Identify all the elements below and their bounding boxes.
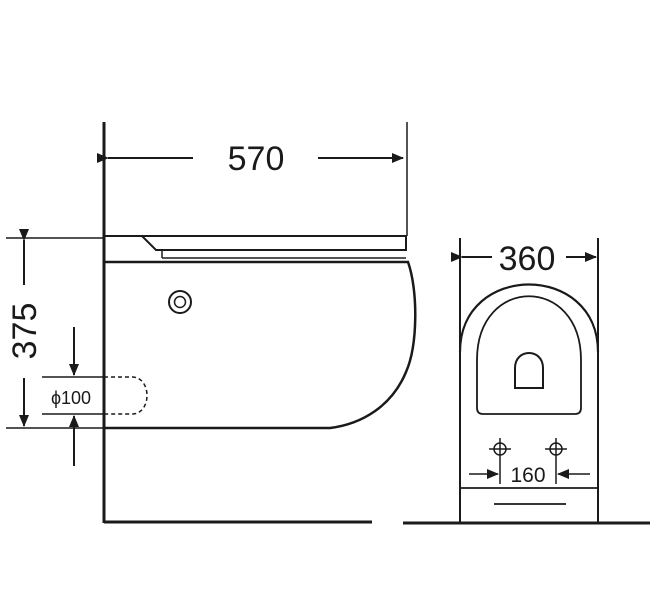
- dim-width-label: 360: [499, 240, 556, 278]
- fixing-hole-icon: [168, 290, 192, 314]
- seat-lid-outline: [104, 235, 407, 251]
- front-bowl-outline: [458, 283, 600, 353]
- side-view: 570 375 ϕ100: [6, 122, 417, 524]
- drain-opening: [514, 352, 544, 389]
- bolt-hole-right-icon: [545, 438, 567, 462]
- front-view: 160 360: [403, 238, 650, 525]
- bolt-hole-left-icon: [489, 438, 511, 462]
- bowl-body-outline: [104, 260, 417, 430]
- dim-length-label: 570: [228, 140, 285, 178]
- dim-bolt-spacing-label: 160: [510, 464, 545, 487]
- dim-height-label: 375: [6, 303, 44, 360]
- dim-outlet-label: ϕ100: [51, 388, 91, 408]
- inner-bowl-outline: [476, 295, 582, 415]
- outlet-pipe-dashed: [104, 376, 148, 415]
- fixing-hole-inner: [173, 295, 187, 309]
